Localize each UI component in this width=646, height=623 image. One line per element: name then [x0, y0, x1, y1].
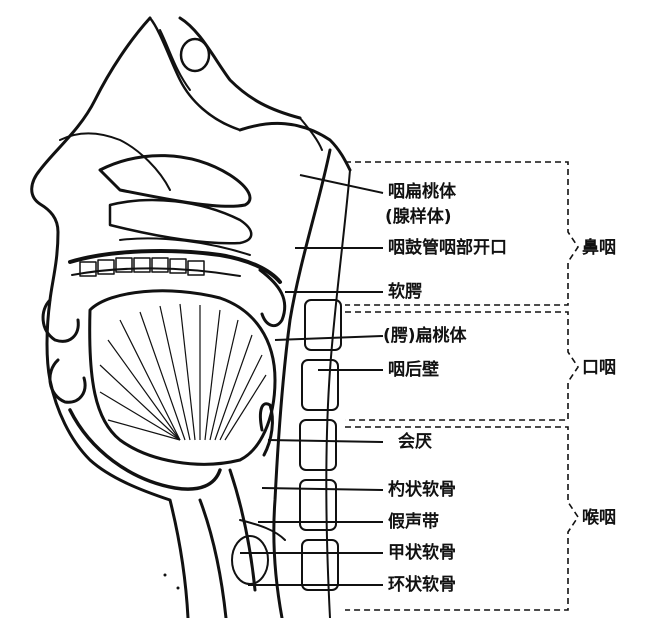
region-laryngopharynx: 喉咽	[582, 507, 616, 528]
region-brackets	[345, 162, 578, 610]
label-adenoid: (腺样体)	[385, 206, 452, 227]
leader-lines	[240, 175, 383, 585]
region-oropharynx: 口咽	[582, 358, 616, 378]
region-nasopharynx: 鼻咽	[582, 237, 616, 258]
face-profile	[32, 18, 188, 618]
label-soft-palate: 软腭	[388, 281, 422, 302]
leader-pharyngeal-tonsil	[300, 175, 383, 193]
tongue-fibers	[100, 304, 266, 440]
leader-palatine-tonsil	[275, 336, 383, 340]
label-thyroid-cartilage: 甲状软骨	[388, 542, 456, 563]
label-cricoid-cartilage: 环状软骨	[388, 574, 456, 595]
mandible	[70, 410, 220, 489]
vertebrae	[300, 300, 341, 590]
region-labels: 鼻咽 口咽 喉咽	[582, 237, 616, 528]
labels: 咽扁桃体 (腺样体) 咽鼓管咽部开口 软腭 (腭)扁桃体 咽后壁 会厌 杓状软骨…	[383, 181, 507, 595]
label-arytenoid-cartilage: 杓状软骨	[388, 479, 456, 500]
bracket-laryngopharynx	[345, 427, 578, 610]
leader-epiglottis	[268, 440, 383, 442]
head-section-drawing	[32, 18, 350, 618]
soft-palate-shape	[260, 270, 285, 326]
leader-arytenoid	[262, 488, 383, 490]
label-false-vocal-cord: 假声带	[388, 511, 439, 532]
label-eustachian-opening: 咽鼓管咽部开口	[388, 237, 507, 258]
tongue	[90, 291, 275, 464]
hard-palate	[70, 251, 280, 282]
teeth	[80, 258, 204, 276]
label-palatine-tonsil: (腭)扁桃体	[383, 325, 468, 346]
label-posterior-pharyngeal-wall: 咽后壁	[388, 359, 439, 380]
label-epiglottis: 会厌	[398, 431, 432, 452]
bracket-nasopharynx	[345, 162, 578, 305]
label-pharyngeal-tonsil: 咽扁桃体	[388, 181, 457, 202]
